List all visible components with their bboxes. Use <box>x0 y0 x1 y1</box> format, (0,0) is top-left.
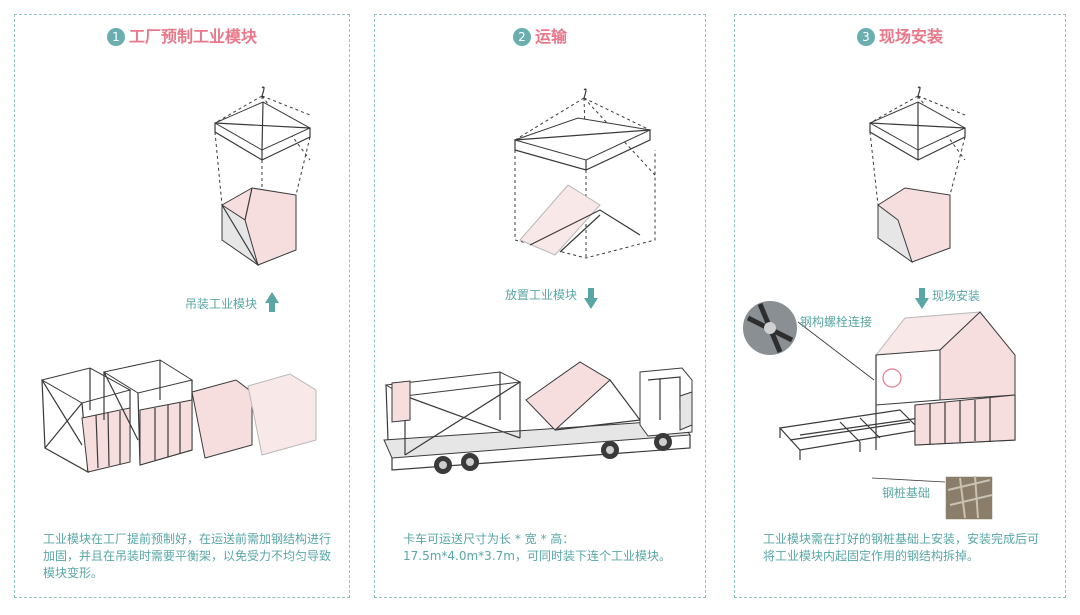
install-label: 现场安装 <box>932 287 980 304</box>
crane-hook-icon <box>262 87 264 96</box>
arrow-down-icon <box>584 288 598 309</box>
hoisted-module-1 <box>215 87 310 265</box>
truck <box>384 362 692 474</box>
hoisted-module-3 <box>870 87 965 262</box>
crane-hook-icon <box>584 89 586 98</box>
pile-label: 钢桩基础 <box>882 484 930 501</box>
arrow-down-icon <box>915 288 929 309</box>
hoisted-module-2 <box>515 89 655 258</box>
arrow-up-icon <box>265 292 279 312</box>
hoist-label: 吊装工业模块 <box>185 295 257 312</box>
bolt-photo-inset <box>742 300 874 380</box>
installed-house <box>780 312 1015 460</box>
place-label: 放置工业模块 <box>505 286 577 303</box>
crane-hook-icon <box>918 87 920 96</box>
bolt-label: 钢构螺栓连接 <box>800 313 872 330</box>
factory-modules <box>42 360 316 472</box>
